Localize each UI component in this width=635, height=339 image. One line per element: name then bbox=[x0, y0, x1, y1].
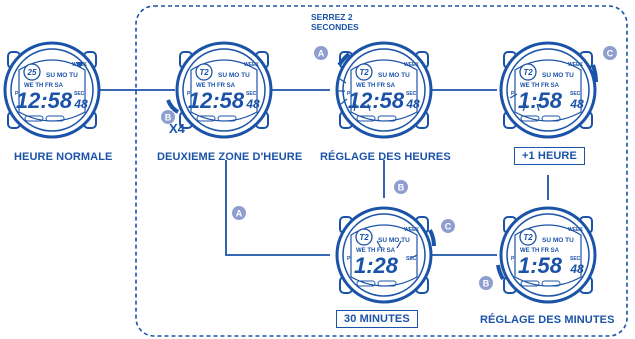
label-reglage-heures: RÉGLAGE DES HEURES bbox=[320, 151, 451, 163]
watch-indicator: T2 bbox=[359, 233, 369, 242]
button-badge-letter-b: B bbox=[483, 279, 490, 289]
button-badge-b-6 bbox=[479, 276, 493, 290]
watch-pm-indicator: P bbox=[187, 91, 191, 97]
press-arc-a bbox=[337, 52, 351, 67]
button-badge-b-0 bbox=[161, 110, 175, 124]
watch-time: 12:58 bbox=[188, 88, 245, 113]
button-badge-letter-b: B bbox=[165, 113, 172, 123]
watch-day-row1: SU MO TU bbox=[46, 72, 78, 79]
watch-time: 1:28 bbox=[354, 253, 399, 278]
hold-note-line2: SECONDES bbox=[311, 22, 359, 32]
watch-day-row2: WE TH FR SA bbox=[520, 83, 560, 89]
watch-indicator: T2 bbox=[523, 68, 533, 77]
press-arc-b2 bbox=[496, 264, 505, 280]
button-badge-letter-a: A bbox=[318, 49, 325, 59]
flash-marks-hours bbox=[338, 78, 371, 112]
label-heure-normale: HEURE NORMALE bbox=[14, 151, 113, 163]
watch-day-row1: SU MO TU bbox=[378, 72, 410, 79]
watch-sec-label: SEC. bbox=[406, 91, 418, 97]
watch-indicator: T2 bbox=[523, 233, 533, 242]
watch-day-row1: SU MO TU bbox=[378, 237, 410, 244]
watch-day-row2: WE TH FR SA bbox=[24, 83, 64, 89]
label-deuxieme-zone: DEUXIEME ZONE D'HEURE bbox=[157, 151, 303, 163]
button-badge-a-1 bbox=[314, 46, 328, 60]
watch-pm-indicator: P bbox=[347, 256, 351, 262]
watch-week-label: WEEK bbox=[404, 62, 419, 68]
label-30-minutes: 30 MINUTES bbox=[336, 310, 418, 328]
press-count: X4 bbox=[169, 121, 185, 136]
flash-marks-plus-hour bbox=[509, 93, 540, 112]
watch-seconds: 48 bbox=[73, 97, 88, 111]
setting-mode-frame bbox=[135, 5, 628, 337]
watch-time: 1:58 bbox=[518, 253, 563, 278]
watch-day-row2: WE TH FR SA bbox=[196, 83, 236, 89]
hold-note: SERREZ 2 SECONDES bbox=[311, 12, 359, 32]
watch-week-label: WEEK bbox=[404, 227, 419, 233]
watch-week-label: WEEK bbox=[244, 62, 259, 68]
button-badge-a-4 bbox=[232, 206, 246, 220]
watch-time: 12:58 bbox=[348, 88, 405, 113]
watch-indicator: T2 bbox=[359, 68, 369, 77]
watch-seconds: 48 bbox=[405, 97, 420, 111]
watch-indicator: 25 bbox=[27, 68, 37, 77]
watch-day-row1: SU MO TU bbox=[542, 72, 574, 79]
label-plus-une-heure: +1 HEURE bbox=[514, 147, 585, 165]
button-badge-letter-a: A bbox=[236, 209, 243, 219]
watch-pm-indicator: P bbox=[15, 91, 19, 97]
press-arc-c1 bbox=[591, 64, 598, 83]
watch-sec-label: SEC. bbox=[570, 91, 582, 97]
watch-sec-label: SEC. bbox=[570, 256, 582, 262]
button-badge-c-2 bbox=[603, 46, 617, 60]
watch-indicator: T2 bbox=[199, 68, 209, 77]
watch-day-row2: WE TH FR SA bbox=[520, 248, 560, 254]
watch-time: 1:58 bbox=[518, 88, 563, 113]
watch-pm-indicator: P bbox=[511, 256, 515, 262]
watch-pm-indicator: P bbox=[511, 91, 515, 97]
button-badge-c-5 bbox=[441, 219, 455, 233]
watch-seconds: 48 bbox=[569, 262, 584, 276]
watch-day-row2: WE TH FR SA bbox=[356, 248, 396, 254]
watch-pm-indicator: P bbox=[347, 91, 351, 97]
watch-seconds: 48 bbox=[569, 97, 584, 111]
label-reglage-minutes: RÉGLAGE DES MINUTES bbox=[480, 314, 615, 326]
press-arc-c2 bbox=[428, 229, 436, 247]
connector-lines bbox=[97, 89, 549, 256]
flash-marks-30-minutes bbox=[376, 240, 418, 259]
watch-day-row2: WE TH FR SA bbox=[356, 83, 396, 89]
hold-note-line1: SERREZ 2 bbox=[311, 12, 353, 22]
watch-seconds: 48 bbox=[245, 97, 260, 111]
button-badge-letter-b: B bbox=[398, 183, 405, 193]
watch-sec-label: SEC. bbox=[246, 91, 258, 97]
watch-sec-label: SEC. bbox=[406, 256, 418, 262]
button-badge-letter-c: C bbox=[607, 49, 614, 59]
button-badge-letter-c: C bbox=[445, 222, 452, 232]
watch-day-row1: SU MO TU bbox=[218, 72, 250, 79]
press-arc-b1 bbox=[166, 99, 180, 114]
week-pointer bbox=[76, 62, 84, 68]
watch-sec-label: SEC. bbox=[74, 91, 86, 97]
watch-day-row1: SU MO TU bbox=[542, 237, 574, 244]
watch-time: 12:58 bbox=[16, 88, 73, 113]
button-badge-b-3 bbox=[394, 180, 408, 194]
watch-week-label: WEEK bbox=[568, 62, 583, 68]
watch-week-label: WEEK bbox=[568, 227, 583, 233]
